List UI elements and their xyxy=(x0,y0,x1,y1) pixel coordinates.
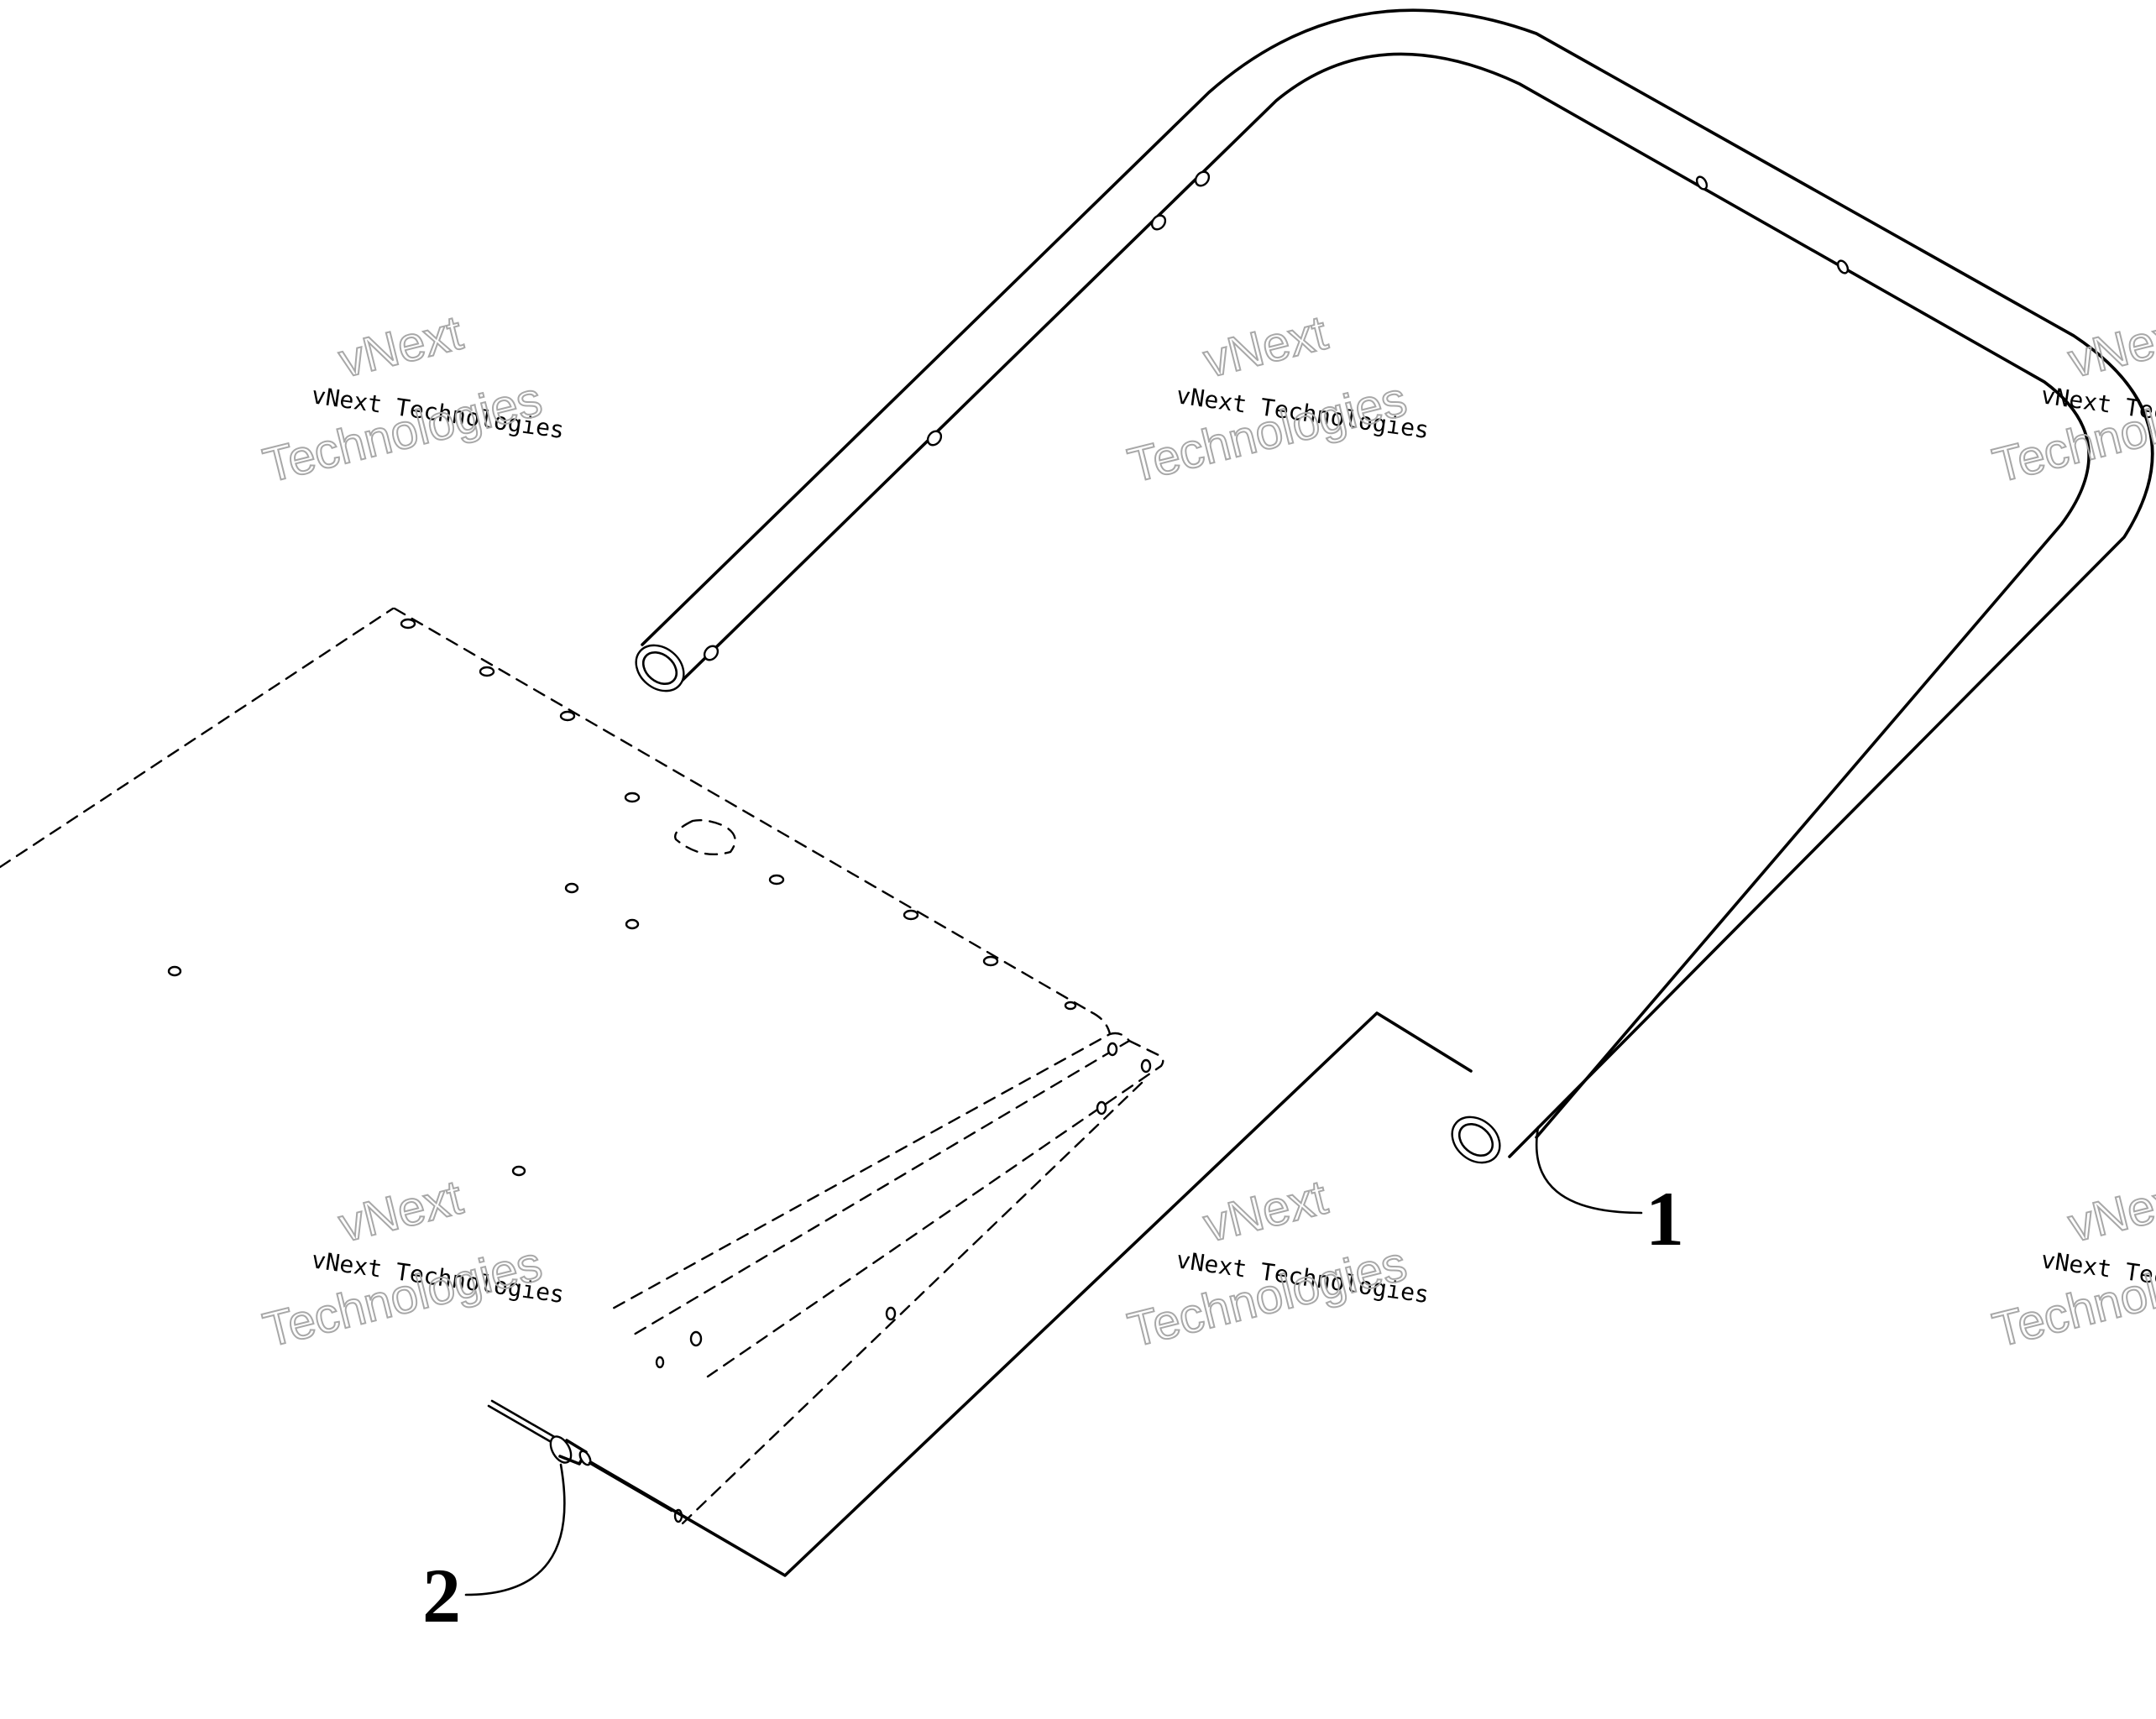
panel-hole xyxy=(1140,1058,1152,1074)
panel-slot xyxy=(674,818,736,855)
tube-outer-edge xyxy=(641,8,2154,1158)
panel-flange-fold xyxy=(610,1011,1112,1311)
panel-hole xyxy=(479,666,495,677)
watermark-text: vNext xyxy=(2063,306,2156,389)
tube-inner-bore-lower xyxy=(1457,1122,1494,1157)
tube-inner-edge xyxy=(674,52,2091,1139)
panel-hole xyxy=(511,1165,526,1177)
tube-hole xyxy=(1695,175,1709,191)
tube-inner-bore-upper xyxy=(641,651,678,686)
rivet-mandrel xyxy=(487,1404,556,1445)
watermark-text: vNext xyxy=(1198,1170,1332,1253)
watermark-text: vNext xyxy=(1198,306,1332,389)
watermark: vNext Technologies vNext Technologies xyxy=(1986,305,2156,494)
watermark-text: Technologies xyxy=(258,1236,547,1358)
tube-open-end-upper xyxy=(635,644,685,692)
rivet-mandrel xyxy=(490,1399,559,1440)
tube-hole xyxy=(1194,170,1211,187)
panel-hole xyxy=(400,618,416,630)
watermark-text: Technologies xyxy=(1122,372,1411,494)
panel-hole xyxy=(1107,1042,1118,1057)
panel-hole xyxy=(559,710,576,722)
panel-outline xyxy=(0,607,1164,1525)
watermark: vNext Technologies vNext Technologies xyxy=(257,1169,566,1359)
leader-line-2 xyxy=(464,1463,566,1596)
watermark-text: vNext xyxy=(2063,1170,2156,1253)
rivet-part-2[interactable] xyxy=(487,1399,673,1513)
rivet-insertion-line xyxy=(588,1461,673,1513)
panel-hole xyxy=(1096,1100,1107,1116)
panel-flange-lower xyxy=(681,1081,1143,1525)
assembly-path-line xyxy=(586,1011,1473,1577)
watermark: vNext Technologies vNext Technologies xyxy=(1122,305,1431,494)
callout-1[interactable]: 1 xyxy=(1646,1176,1684,1262)
callout-2[interactable]: 2 xyxy=(422,1553,461,1638)
panel-hole xyxy=(564,882,579,894)
panel-hole xyxy=(167,965,182,977)
panel-hole xyxy=(689,1330,703,1347)
panel-hole xyxy=(625,918,640,930)
panel-hole xyxy=(655,1356,665,1369)
watermark: vNext Technologies vNext Technologies xyxy=(1986,1169,2156,1359)
watermark-text: Technologies xyxy=(258,372,547,494)
tube-hole xyxy=(1150,214,1167,231)
watermark-text: vNext xyxy=(333,1170,468,1253)
panel-flange-fold xyxy=(706,1039,1164,1378)
leader-line-1 xyxy=(1535,1126,1643,1215)
watermark: vNext Technologies vNext Technologies xyxy=(257,305,566,494)
tube-open-end-lower xyxy=(1451,1116,1501,1164)
panel-edge-top xyxy=(393,607,1093,1014)
panel-hole xyxy=(768,874,785,886)
panel-hole xyxy=(624,792,641,803)
tube-hole xyxy=(1836,259,1850,274)
tube-hole xyxy=(926,430,943,447)
rivet-head xyxy=(549,1435,573,1464)
panel-hole xyxy=(982,955,999,967)
tube-frame-part-1[interactable] xyxy=(627,8,2154,1172)
watermark-text: vNext xyxy=(333,306,468,389)
watermark: vNext Technologies vNext Technologies xyxy=(1122,1169,1431,1359)
panel-hole xyxy=(1064,1001,1077,1011)
rivet-tip xyxy=(578,1450,592,1466)
panel-edge-left xyxy=(0,607,395,869)
tube-hole xyxy=(703,645,720,661)
panel-flange-fold xyxy=(632,1032,1131,1336)
watermark-text: Technologies xyxy=(1122,1236,1411,1358)
panel-hole xyxy=(903,909,919,921)
panel-hole xyxy=(885,1306,897,1321)
